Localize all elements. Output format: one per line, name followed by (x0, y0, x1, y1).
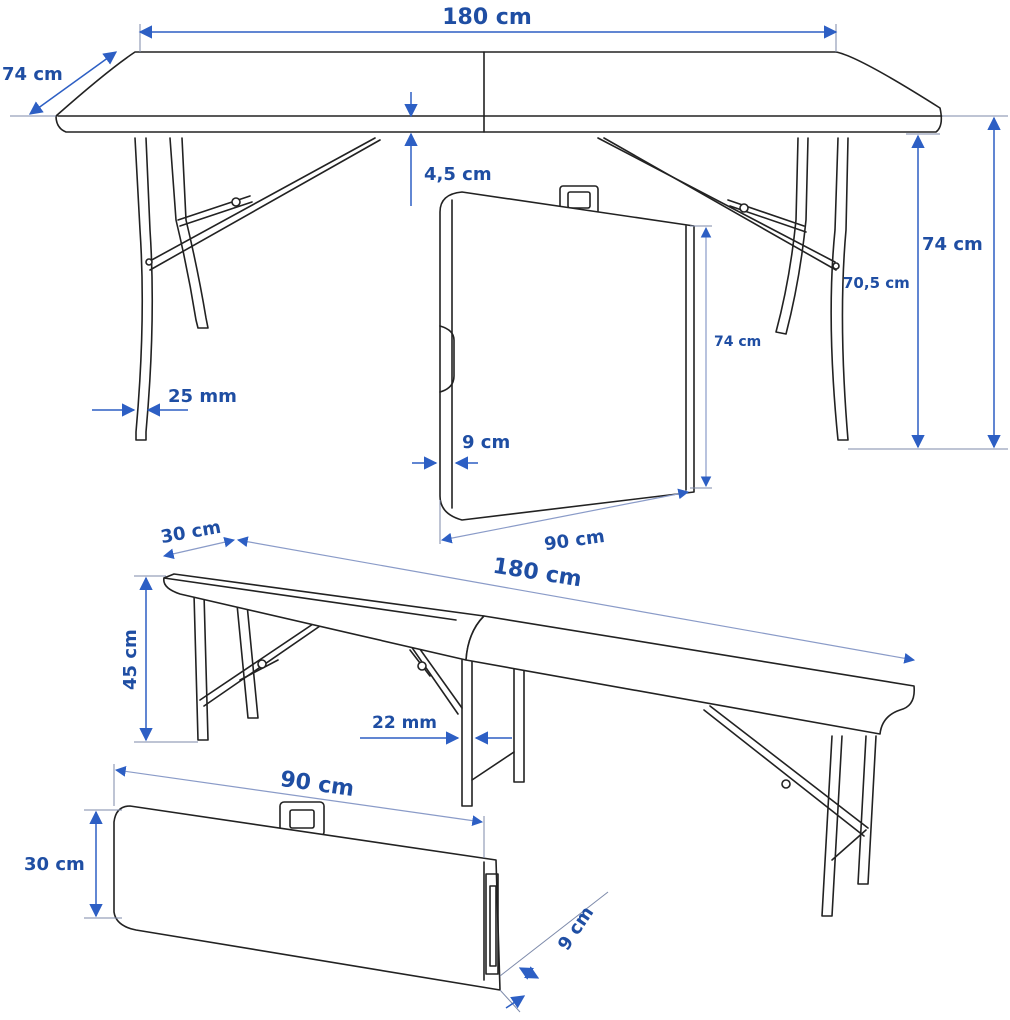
leg-height-label: 70,5 cm (843, 274, 910, 292)
folded-bench-drawing (113, 801, 501, 991)
bench-leg-diameter-label: 22 mm (372, 713, 437, 733)
folded-bench-width-label: 90 cm (279, 767, 356, 802)
folded-table-height-label: 74 cm (714, 334, 761, 350)
top-thickness-label: 4,5 cm (424, 164, 492, 185)
folded-table-width-label: 90 cm (543, 526, 606, 555)
bench-depth-label: 30 cm (159, 517, 222, 548)
bench-height-label: 45 cm (120, 629, 141, 690)
leg-diameter-label: 25 mm (168, 386, 237, 407)
folded-table-thickness-label: 9 cm (462, 432, 510, 453)
bench-length-label: 180 cm (491, 554, 583, 593)
folded-bench-height-label: 30 cm (24, 854, 85, 875)
table-height-label: 74 cm (922, 234, 983, 255)
folded-table-drawing (439, 185, 695, 521)
table-length-label: 180 cm (442, 5, 532, 30)
table-dimensions: 180 cm 74 cm 4,5 cm 25 mm 74 cm 70,5 cm (2, 5, 1008, 450)
table-depth-label: 74 cm (2, 64, 63, 85)
table-drawing (55, 51, 943, 441)
